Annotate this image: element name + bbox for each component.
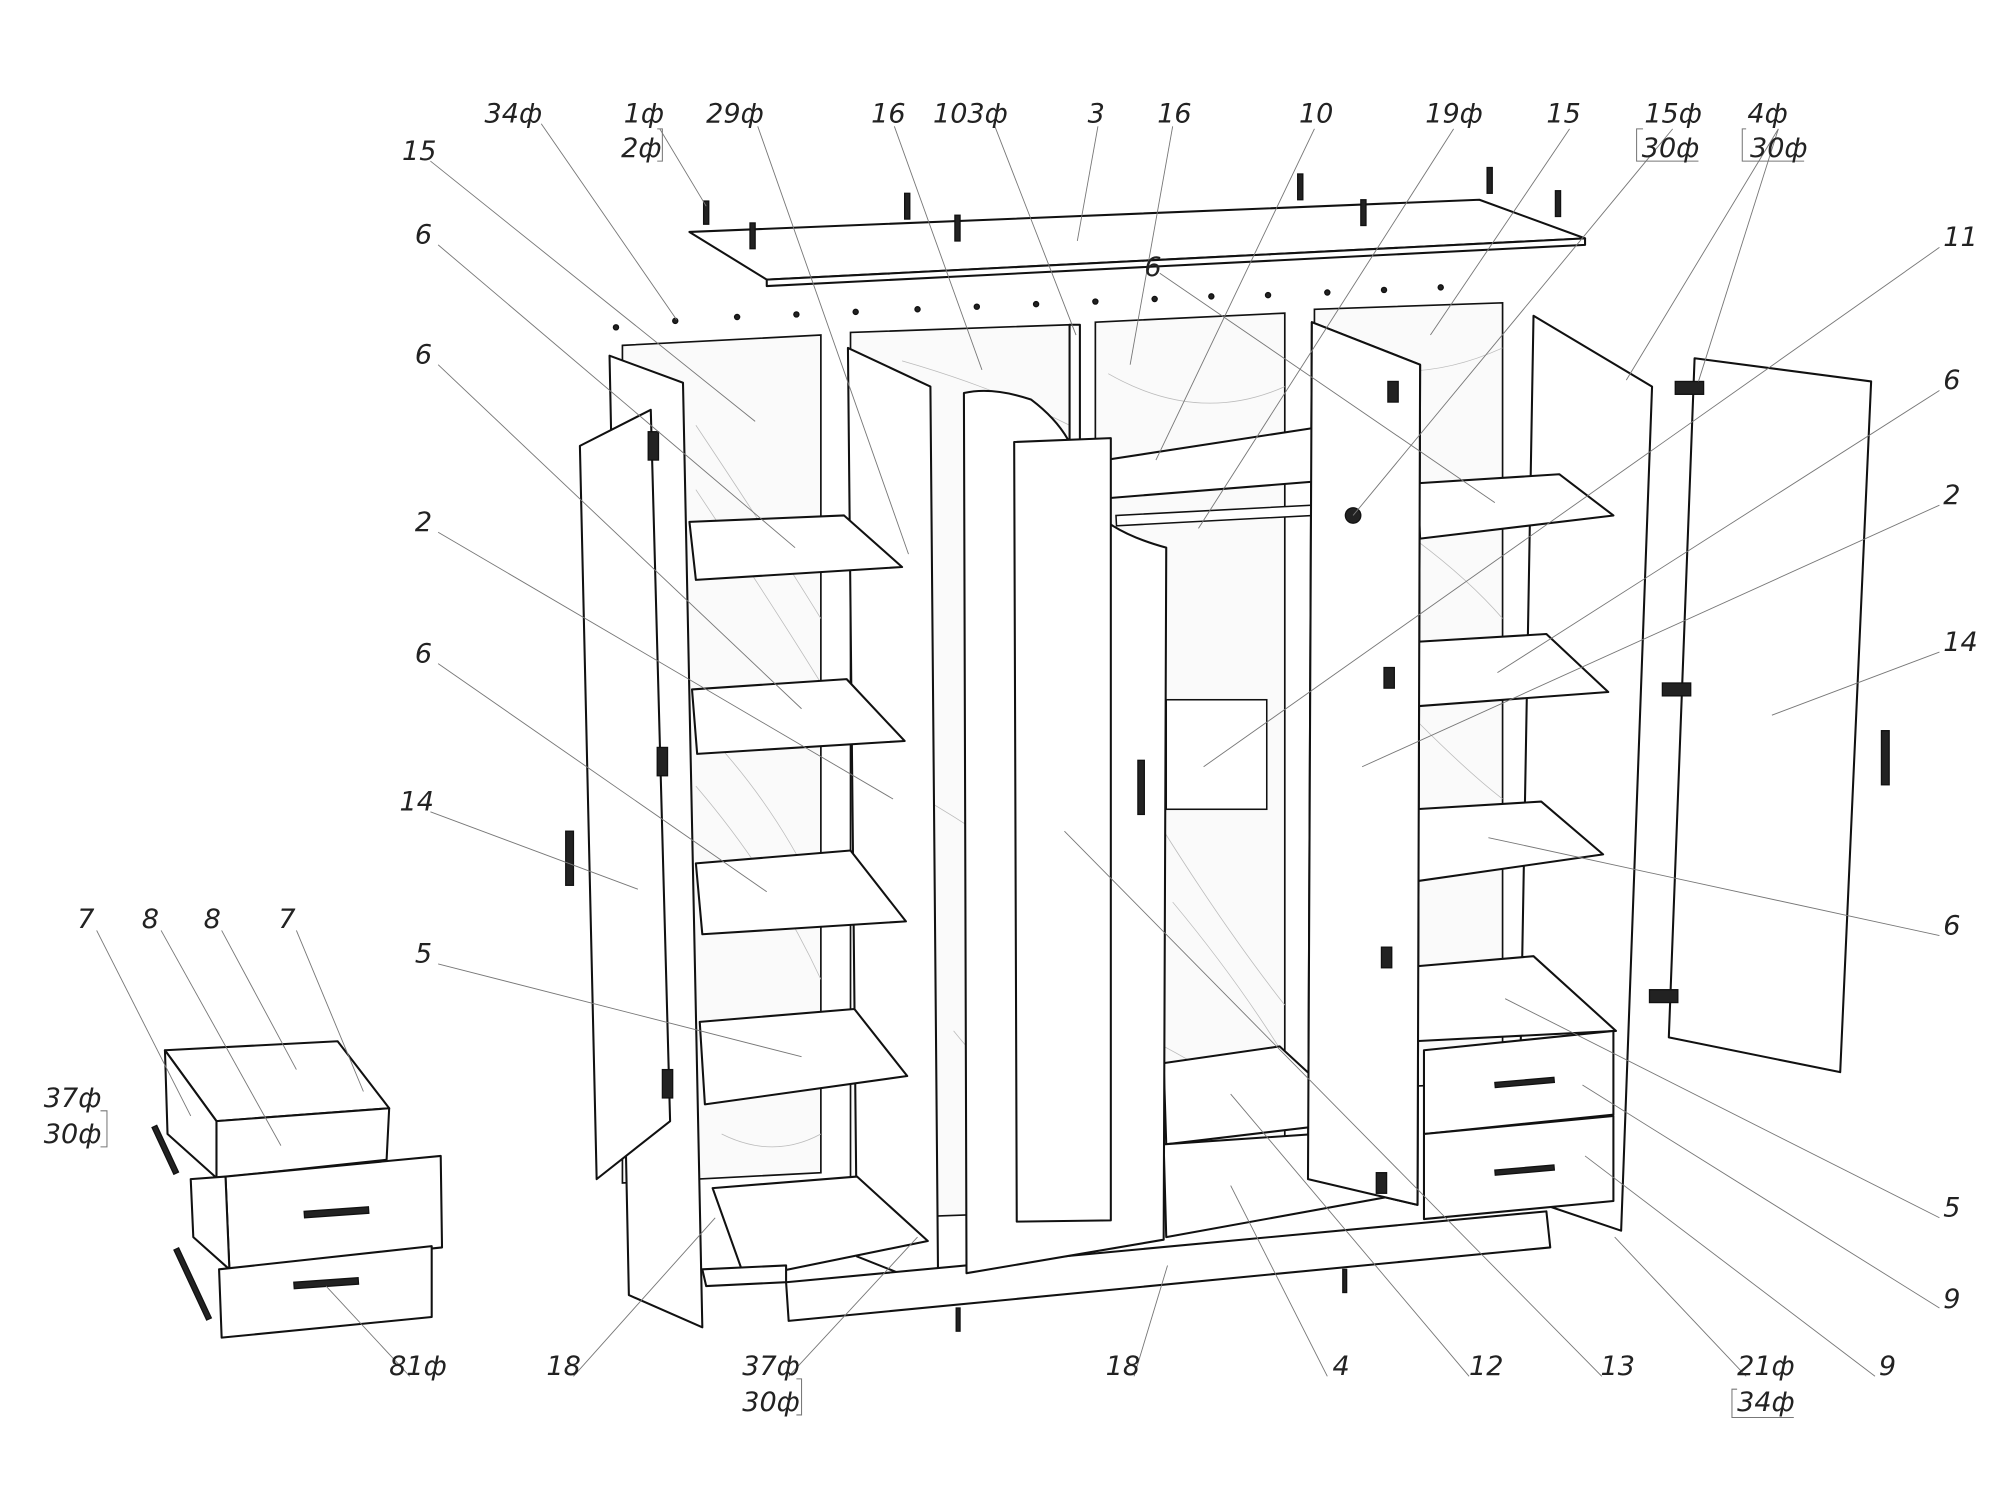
label: 30ф [1750, 133, 1808, 164]
label: 9 [1879, 1351, 1896, 1382]
brackets [100, 128, 1805, 1419]
label: 6 [1144, 252, 1161, 283]
label: 1ф [624, 98, 664, 129]
label: 15 [402, 136, 436, 167]
label: 6 [415, 638, 432, 669]
label: 18 [546, 1351, 580, 1382]
label: 8 [142, 904, 159, 935]
label: 6 [415, 220, 432, 251]
label: 34ф [485, 98, 543, 129]
label: 18 [1106, 1351, 1140, 1382]
unit-drawers [1422, 1029, 1615, 1221]
label: 4ф [1747, 98, 1787, 129]
label: 5 [1943, 1192, 1960, 1223]
label: 5 [415, 939, 432, 970]
label: 16 [871, 98, 905, 129]
label: 37ф [742, 1351, 800, 1382]
part-labels: 34ф 1ф 2ф 29ф 16 103ф 3 16 10 19ф 15 15ф… [44, 98, 1978, 1418]
label: 15ф [1644, 98, 1702, 129]
label: 6 [415, 339, 432, 370]
label: 9 [1943, 1284, 1960, 1315]
left-door [565, 408, 674, 1181]
label: 81ф [389, 1351, 447, 1382]
label: 13 [1601, 1351, 1635, 1382]
label: 15 [1546, 98, 1580, 129]
label: 10 [1299, 98, 1333, 129]
label: 7 [278, 904, 295, 935]
label: 7 [77, 904, 94, 935]
label: 14 [1943, 627, 1977, 658]
label: 16 [1157, 98, 1191, 129]
label: 37ф [44, 1083, 102, 1114]
label: 6 [1943, 910, 1960, 941]
label: 30ф [44, 1119, 102, 1150]
label: 8 [204, 904, 221, 935]
right-door [1648, 357, 1890, 1074]
loose-drawer [151, 1040, 444, 1339]
top-panel [688, 198, 1587, 288]
label: 30ф [742, 1387, 800, 1418]
plinths [701, 1210, 1552, 1332]
label: 2 [415, 507, 432, 538]
label: 2ф [621, 133, 661, 164]
label: 6 [1943, 365, 1960, 396]
label: 29ф [706, 98, 764, 129]
label: 30ф [1642, 133, 1700, 164]
middle-right-door [1306, 321, 1422, 1206]
leader-lines [96, 123, 1940, 1377]
label: 103ф [933, 98, 1008, 129]
label: 19ф [1425, 98, 1483, 129]
label: 4 [1332, 1351, 1349, 1382]
label: 3 [1088, 98, 1105, 129]
label: 11 [1943, 222, 1977, 253]
label: 12 [1469, 1351, 1503, 1382]
top-screws [702, 166, 1562, 250]
label: 14 [399, 787, 433, 818]
label: 21ф [1737, 1351, 1795, 1382]
label: 34ф [1737, 1387, 1795, 1418]
label: 2 [1943, 480, 1960, 511]
